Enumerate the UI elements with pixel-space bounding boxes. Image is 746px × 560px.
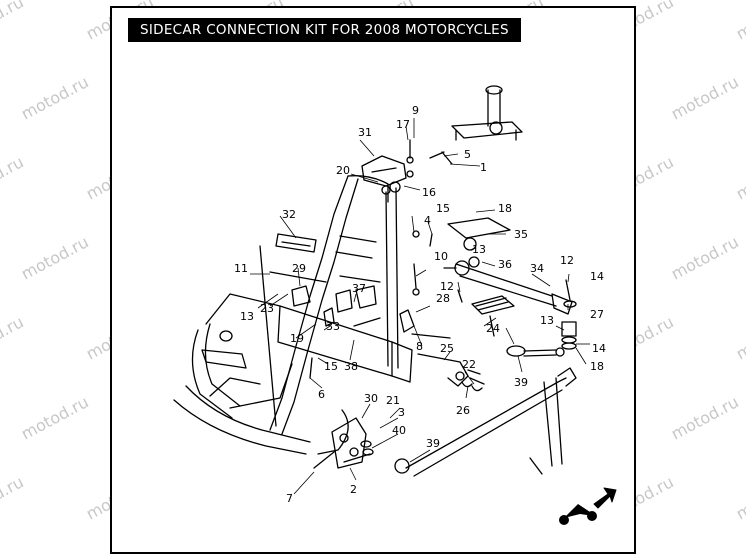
callout-2: 2 bbox=[350, 483, 357, 496]
callout-15a: 15 bbox=[436, 202, 450, 215]
watermark-text: motod.ru bbox=[0, 0, 27, 44]
callout-18a: 18 bbox=[498, 202, 512, 215]
callout-17: 17 bbox=[396, 118, 410, 131]
watermark-text: motod.ru bbox=[668, 392, 742, 443]
side-bracket bbox=[275, 233, 317, 253]
callout-39a: 39 bbox=[514, 376, 528, 389]
fasteners bbox=[269, 139, 463, 469]
mount-bracket bbox=[451, 85, 523, 141]
callout-4: 4 bbox=[424, 214, 431, 227]
watermark-text: motod.ru bbox=[733, 0, 746, 44]
callout-26: 26 bbox=[456, 404, 470, 417]
callout-31: 31 bbox=[358, 126, 372, 139]
lower-bracket bbox=[331, 417, 374, 469]
link-rod bbox=[506, 345, 565, 357]
watermark-text: motod.ru bbox=[733, 472, 746, 523]
callout-22: 22 bbox=[462, 358, 476, 371]
top-clamp-bracket bbox=[361, 155, 407, 195]
callout-37: 37 bbox=[352, 282, 366, 295]
callout-11: 11 bbox=[234, 262, 248, 275]
callout-25: 25 bbox=[440, 342, 454, 355]
callout-39b: 39 bbox=[426, 437, 440, 450]
callout-33: 33 bbox=[326, 320, 340, 333]
watermark-text: motod.ru bbox=[733, 312, 746, 363]
callout-30: 30 bbox=[364, 392, 378, 405]
callout-14b: 14 bbox=[592, 342, 606, 355]
watermark-text: motod.ru bbox=[18, 392, 92, 443]
motorcycle-frame bbox=[173, 175, 413, 455]
callout-5: 5 bbox=[464, 148, 471, 161]
watermark-text: motod.ru bbox=[0, 312, 27, 363]
leader-lines bbox=[250, 118, 590, 495]
callout-14a: 14 bbox=[590, 270, 604, 283]
callout-23: 23 bbox=[260, 302, 274, 315]
callout-13c: 13 bbox=[540, 314, 554, 327]
callout-3: 3 bbox=[398, 406, 405, 419]
frame-plate bbox=[205, 293, 349, 455]
callout-29: 29 bbox=[292, 262, 306, 275]
watermark-text: motod.ru bbox=[668, 232, 742, 283]
callout-8: 8 bbox=[416, 340, 423, 353]
callout-40: 40 bbox=[392, 424, 406, 437]
spring-clips bbox=[461, 381, 483, 392]
arrow-right-icon bbox=[593, 487, 617, 509]
clamp-blocks bbox=[291, 285, 377, 327]
diagram-title: SIDECAR CONNECTION KIT FOR 2008 MOTORCYC… bbox=[128, 18, 521, 42]
callout-38: 38 bbox=[344, 360, 358, 373]
watermark-text: motod.ru bbox=[0, 152, 27, 203]
callout-10: 10 bbox=[434, 250, 448, 263]
callout-36: 36 bbox=[498, 258, 512, 271]
spacer-stack bbox=[561, 279, 577, 350]
callout-34: 34 bbox=[530, 262, 544, 275]
callout-18b: 18 bbox=[590, 360, 604, 373]
callout-27: 27 bbox=[590, 308, 604, 321]
strut-tube bbox=[394, 367, 577, 477]
motorcycle-icon bbox=[559, 504, 597, 525]
callout-28: 28 bbox=[436, 292, 450, 305]
diagram-frame: SIDECAR CONNECTION KIT FOR 2008 MOTORCYC… bbox=[110, 6, 636, 554]
callout-32: 32 bbox=[282, 208, 296, 221]
callout-6: 6 bbox=[318, 388, 325, 401]
watermark-text: motod.ru bbox=[18, 72, 92, 123]
callout-1: 1 bbox=[480, 161, 487, 174]
watermark-text: motod.ru bbox=[668, 72, 742, 123]
watermark-text: motod.ru bbox=[0, 472, 27, 523]
callout-13b: 13 bbox=[472, 243, 486, 256]
callout-16: 16 bbox=[422, 186, 436, 199]
connecting-rod bbox=[454, 260, 573, 315]
callout-35: 35 bbox=[514, 228, 528, 241]
callout-12b: 12 bbox=[440, 280, 454, 293]
callout-9: 9 bbox=[412, 104, 419, 117]
callout-24: 24 bbox=[486, 322, 500, 335]
watermark-text: motod.ru bbox=[18, 232, 92, 283]
watermark-text: motod.ru bbox=[733, 152, 746, 203]
parts-diagram: 1 2 3 4 5 6 7 8 9 10 11 12 12 13 13 13 1… bbox=[173, 85, 617, 525]
callout-7: 7 bbox=[286, 492, 293, 505]
callout-15b: 15 bbox=[324, 360, 338, 373]
callout-12a: 12 bbox=[560, 254, 574, 267]
callout-labels: 1 2 3 4 5 6 7 8 9 10 11 12 12 13 13 13 1… bbox=[234, 104, 606, 505]
callout-19: 19 bbox=[290, 332, 304, 345]
callout-20: 20 bbox=[336, 164, 350, 177]
callout-21: 21 bbox=[386, 394, 400, 407]
callout-13a: 13 bbox=[240, 310, 254, 323]
